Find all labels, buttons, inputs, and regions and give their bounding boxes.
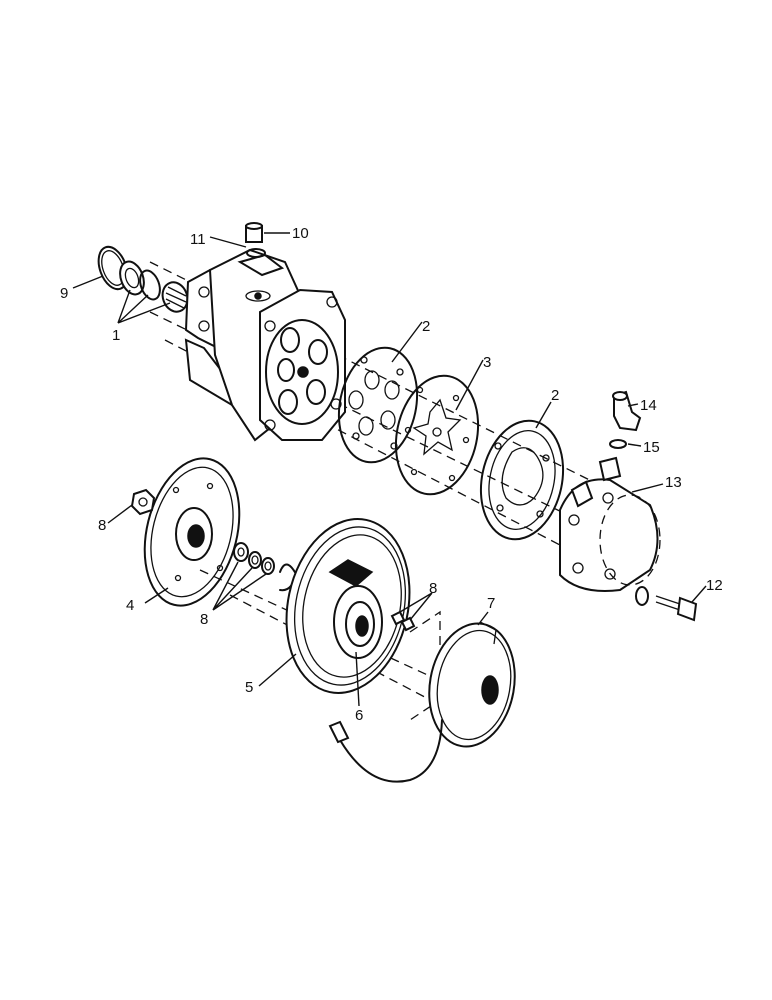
callout-8-shims: 8 [200, 611, 208, 628]
leader-lines [72, 232, 707, 707]
callout-2-rear-gasket: 2 [551, 387, 559, 404]
callout-5: 5 [245, 679, 253, 696]
part-14-elbow-fitting [612, 390, 642, 432]
callout-15: 15 [643, 439, 660, 456]
callout-6: 6 [355, 707, 363, 724]
part-2-rear-gasket [479, 419, 565, 541]
callout-labels: 1 2 2 3 4 5 6 7 8 8 8 9 10 11 12 13 14 1… [60, 225, 723, 724]
part-2-front-gasket [337, 346, 419, 464]
callout-2-front-gasket: 2 [422, 318, 430, 335]
callout-3: 3 [483, 354, 491, 371]
part-12-bolt [635, 586, 698, 622]
callout-10: 10 [292, 225, 309, 242]
part-8-set-screws [390, 610, 416, 632]
callout-8-set-screws: 8 [429, 580, 437, 597]
callout-13: 13 [665, 474, 682, 491]
part-10-fill-plug [245, 222, 263, 243]
callout-11: 11 [190, 231, 206, 248]
part-5-pulley [285, 518, 411, 694]
part-15-o-ring [609, 439, 627, 449]
part-7-field-coil [328, 610, 516, 783]
part-13-rear-head [559, 456, 661, 592]
compressor-body [184, 248, 346, 442]
part-4-clutch-plate [143, 457, 241, 607]
part-8-nut [130, 488, 156, 516]
part-1-bearing-seal-set [119, 260, 189, 313]
callout-1: 1 [112, 327, 120, 344]
callout-7: 7 [487, 595, 495, 612]
part-8-shim-set [233, 542, 297, 592]
callout-4: 4 [126, 597, 134, 614]
callout-12: 12 [706, 577, 723, 594]
part-3-valve-plate [394, 374, 480, 496]
part-11-o-ring [246, 248, 266, 258]
callout-8-nut: 8 [98, 517, 106, 534]
callout-14: 14 [640, 397, 657, 414]
callout-9: 9 [60, 285, 68, 302]
